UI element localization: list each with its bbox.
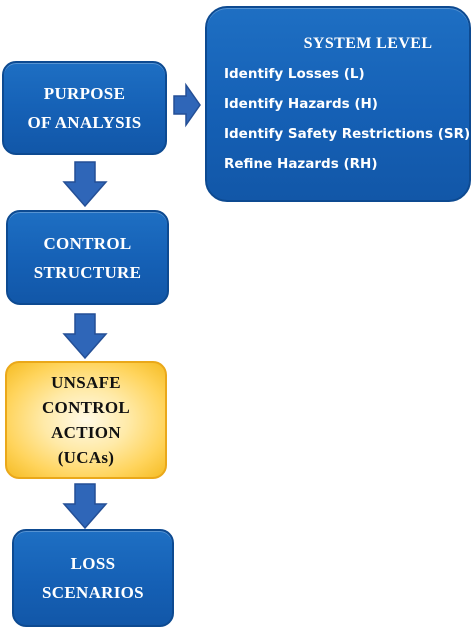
system-level-item: Refine Hazards (RH) [224, 156, 378, 172]
arrow-down-icon [62, 313, 108, 360]
system-level-list: Identify Losses (L) Identify Hazards (H)… [207, 59, 471, 179]
control-structure-box: CONTROL STRUCTURE [6, 210, 169, 305]
purpose-of-analysis-box: PURPOSE OF ANALYSIS [2, 61, 167, 155]
control-line-2: STRUCTURE [33, 262, 142, 282]
system-level-item: Identify Safety Restrictions (SR) [224, 126, 471, 142]
uca-line-3: ACTION [51, 423, 121, 442]
system-level-item: Identify Hazards (H) [224, 96, 378, 112]
loss-line-2: SCENARIOS [42, 583, 144, 602]
loss-scenarios-box: LOSS SCENARIOS [12, 529, 174, 627]
arrow-down-icon [62, 483, 108, 530]
system-level-item: Identify Losses (L) [224, 66, 365, 82]
control-line-1: CONTROL [43, 233, 132, 253]
uca-line-4: (UCAs) [57, 448, 115, 467]
system-level-box: SYSTEM LEVEL Identify Losses (L) Identif… [205, 6, 471, 202]
arrow-down-icon [62, 161, 108, 208]
unsafe-control-action-box: UNSAFE CONTROL ACTION (UCAs) [5, 361, 167, 479]
uca-line-1: UNSAFE [51, 373, 121, 392]
purpose-line-1: PURPOSE [43, 84, 126, 103]
uca-line-2: CONTROL [41, 398, 131, 417]
purpose-line-2: OF ANALYSIS [27, 113, 142, 132]
system-level-title: SYSTEM LEVEL [303, 35, 433, 52]
arrow-right-icon [173, 82, 201, 128]
loss-line-1: LOSS [70, 554, 116, 573]
